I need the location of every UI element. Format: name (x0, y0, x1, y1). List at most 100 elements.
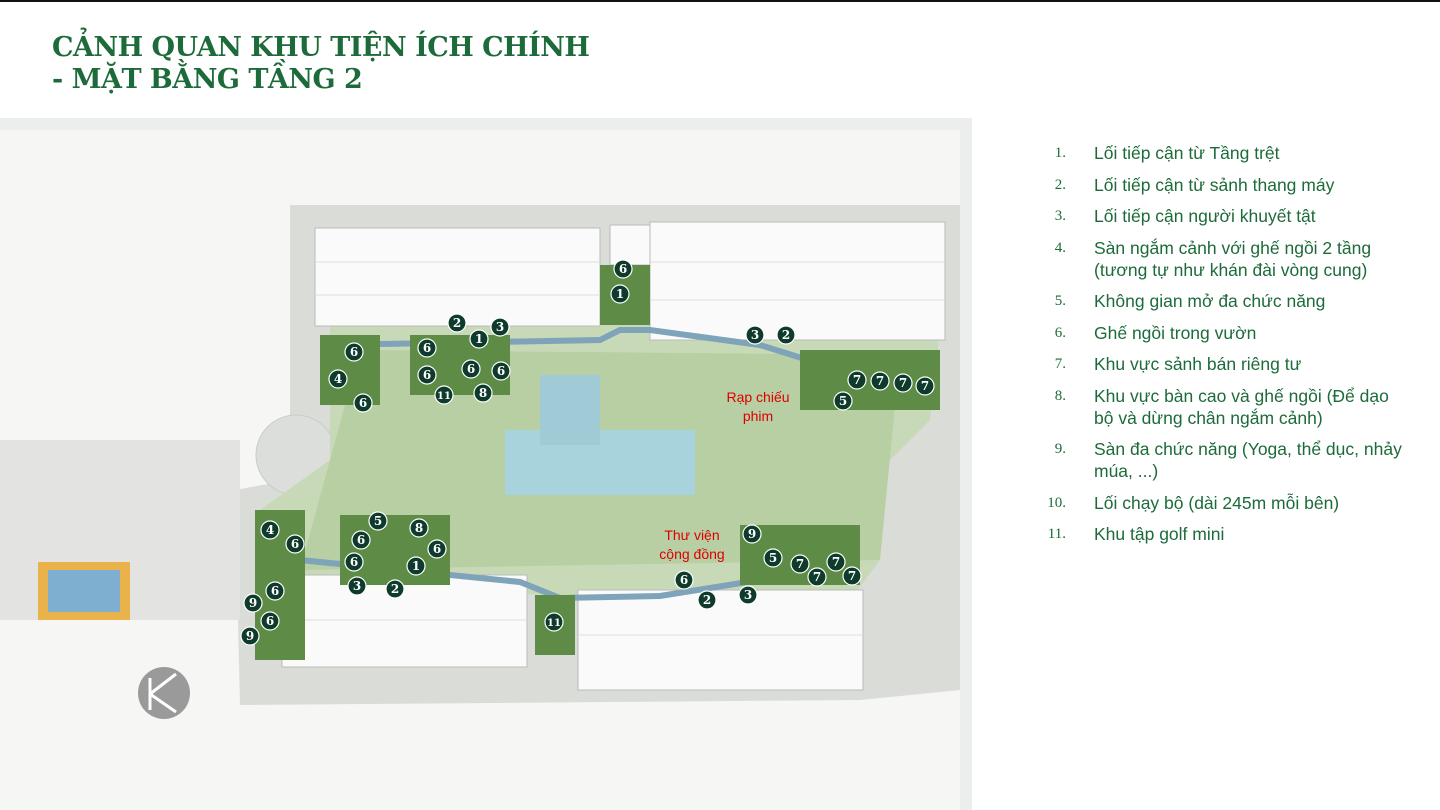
marker-label: 3 (744, 588, 752, 602)
marker-circle (745, 325, 765, 345)
marker-circle (826, 552, 846, 572)
marker-circle (763, 548, 783, 568)
title-line-2: - MẶT BẰNG TẦNG 2 (52, 64, 363, 95)
marker-3: 3 (738, 585, 758, 605)
cinema-label: Rạp chiếu phim (726, 389, 790, 424)
marker-circle (427, 539, 447, 559)
marker-6: 6 (427, 539, 447, 559)
marker-6: 6 (491, 361, 511, 381)
marker-circle (385, 579, 405, 599)
marker-3: 3 (347, 576, 367, 596)
marker-circle (610, 284, 630, 304)
marker-circle (344, 342, 364, 362)
marker-3: 3 (745, 325, 765, 345)
marker-2: 2 (447, 313, 467, 333)
marker-label: 7 (813, 570, 821, 584)
marker-circle (490, 317, 510, 337)
marker-label: 8 (415, 521, 423, 535)
marker-label: 7 (796, 557, 804, 571)
legend-number: 8. (1054, 387, 1066, 404)
marker-5: 5 (763, 548, 783, 568)
legend-number: 9. (1054, 441, 1066, 457)
legend-item: 2. Lối tiếp cận từ sảnh thang máy (1010, 174, 1410, 196)
legend-text: Lối chạy bộ (dài 245m mỗi bên) (1094, 492, 1340, 513)
marker-circle (347, 576, 367, 596)
building-grid (282, 261, 945, 636)
marker-label: 2 (782, 328, 790, 342)
marker-circle (469, 329, 489, 349)
marker-label: 11 (547, 618, 561, 629)
legend-number: 6. (1054, 324, 1066, 341)
marker-circle (738, 585, 758, 605)
marker-circle (807, 567, 827, 587)
marker-label: 7 (899, 376, 907, 390)
title-line-1: CẢNH QUAN KHU TIỆN ÍCH CHÍNH (52, 32, 590, 63)
marker-7: 7 (790, 554, 810, 574)
marker-label: 3 (353, 579, 361, 593)
marker-7: 7 (915, 376, 935, 396)
marker-circle (915, 376, 935, 396)
marker-label: 6 (423, 341, 431, 355)
marker-6: 6 (285, 534, 305, 554)
legend-item: 8. Khu vực bàn cao và ghế ngồi (Để dạo bộ… (1010, 385, 1410, 429)
marker-label: 7 (832, 555, 840, 569)
legend-text: Khu vực bàn cao và ghế ngồi (Để dạo bộ v… (1094, 385, 1389, 428)
north-arrow-icon (138, 667, 190, 719)
legend-list: 1.Lối tiếp cận từ Tầng trệt 2.Lối tiếp c… (1010, 142, 1410, 555)
marker-circle (613, 259, 633, 279)
legend-text: Sàn đa chức năng (Yoga, thể dục, nhảy mú… (1094, 439, 1402, 481)
marker-label: 6 (271, 584, 279, 598)
marker-label: 6 (357, 533, 365, 547)
legend-text: Lối tiếp cận từ sảnh thang máy (1094, 174, 1335, 195)
marker-circle (328, 369, 348, 389)
marker-8: 8 (409, 518, 429, 538)
marker-11: 11 (434, 385, 454, 405)
marker-circle (674, 570, 694, 590)
marker-circle (240, 626, 260, 646)
marker-label: 6 (433, 542, 441, 556)
marker-circle (265, 581, 285, 601)
legend-number: 10. (1047, 494, 1066, 511)
marker-label: 7 (848, 569, 856, 583)
marker-7: 7 (826, 552, 846, 572)
marker-circle (417, 338, 437, 358)
marker-6: 6 (344, 342, 364, 362)
top-border (0, 0, 1440, 2)
marker-5: 5 (833, 391, 853, 411)
marker-label: 5 (769, 551, 777, 565)
page-title: CẢNH QUAN KHU TIỆN ÍCH CHÍNH - MẶT BẰNG … (52, 32, 590, 96)
marker-6: 6 (613, 259, 633, 279)
marker-9: 9 (243, 593, 263, 613)
marker-9: 9 (240, 626, 260, 646)
marker-circle (697, 590, 717, 610)
marker-label: 6 (291, 537, 299, 551)
legend-number: 11. (1047, 526, 1066, 542)
marker-1: 1 (406, 556, 426, 576)
marker-circle (406, 556, 426, 576)
marker-6: 6 (353, 393, 373, 413)
marker-label: 9 (249, 596, 257, 610)
marker-label: 2 (453, 316, 461, 330)
marker-2: 2 (385, 579, 405, 599)
marker-circle (870, 371, 890, 391)
marker-circle (243, 593, 263, 613)
buildings (281, 221, 946, 691)
marker-circle (544, 612, 564, 632)
legend-number: 4. (1054, 239, 1066, 256)
legend-number: 2. (1054, 176, 1066, 193)
marker-circle (776, 325, 796, 345)
legend-text: Khu tập golf mini (1094, 524, 1225, 544)
marker-7: 7 (893, 373, 913, 393)
marker-label: 4 (266, 523, 274, 537)
marker-circle (893, 373, 913, 393)
legend-item: 7.Khu vực sảnh bán riêng tư (1010, 353, 1410, 375)
marker-circle (351, 530, 371, 550)
marker-6: 6 (260, 611, 280, 631)
building-nw (314, 227, 601, 327)
legend-number: 1. (1054, 145, 1066, 161)
marker-label: 5 (839, 394, 847, 408)
building-ne (649, 221, 946, 341)
marker-2: 2 (776, 325, 796, 345)
marker-6: 6 (265, 581, 285, 601)
